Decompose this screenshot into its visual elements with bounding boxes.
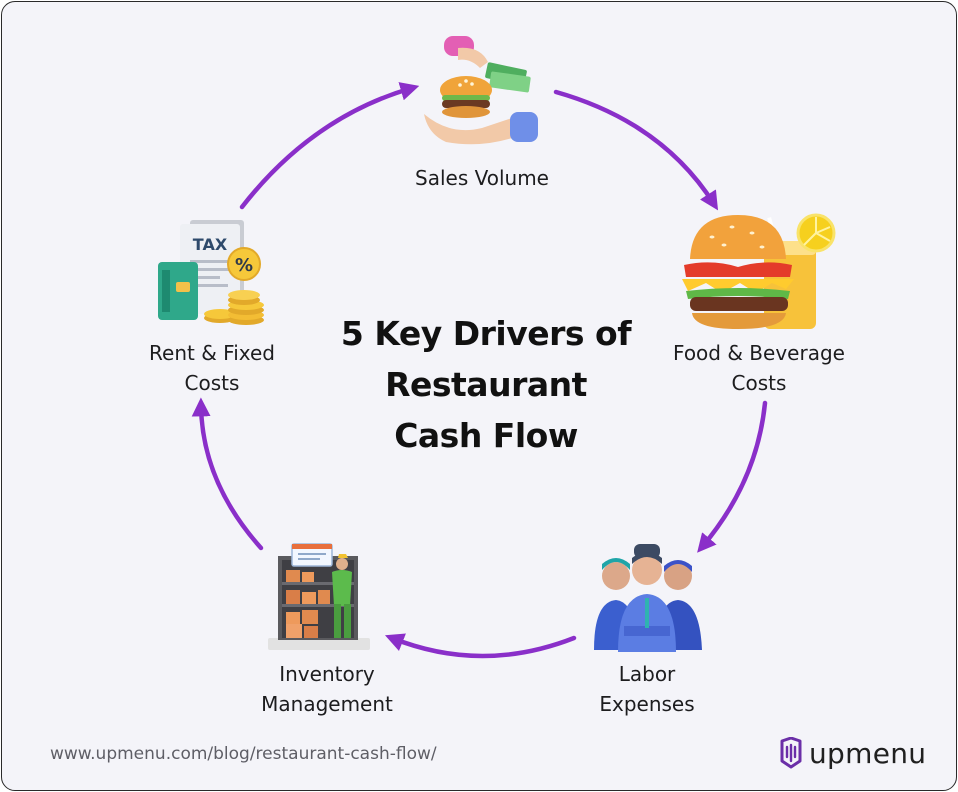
source-url: www.upmenu.com/blog/restaurant-cash-flow…	[50, 744, 437, 764]
node-inventory-management: Inventory Management	[232, 659, 422, 719]
node-label-line: Rent & Fixed	[149, 341, 275, 365]
arrow-food-to-labor	[697, 400, 768, 553]
tax-label: TAX	[193, 235, 228, 254]
node-rent-fixed-costs: Rent & Fixed Costs	[122, 338, 302, 398]
node-label-line: Expenses	[599, 692, 695, 716]
node-label-line: Inventory	[279, 662, 375, 686]
node-label-line: Management	[261, 692, 393, 716]
warehouse-shelves-icon	[268, 543, 370, 650]
burger-hand-money-icon	[424, 36, 538, 145]
title-line: Cash Flow	[394, 416, 578, 455]
node-food-beverage-costs: Food & Beverage Costs	[649, 338, 869, 398]
arrow-rent-to-sales	[239, 82, 420, 210]
node-label-line: Food & Beverage	[673, 341, 845, 365]
title-line: Restaurant	[385, 365, 587, 404]
percent-label: %	[235, 255, 253, 276]
node-label-line: Costs	[731, 371, 787, 395]
arrow-sales-to-food	[553, 89, 719, 211]
title-line: 5 Key Drivers of	[340, 314, 632, 353]
node-label-line: Sales Volume	[415, 166, 549, 190]
workers-group-icon	[594, 544, 702, 652]
node-label-line: Costs	[184, 371, 240, 395]
node-labor-expenses: Labor Expenses	[562, 659, 732, 719]
brand-name: upmenu	[809, 736, 927, 770]
brand-logo: upmenu	[779, 735, 926, 771]
node-label-line: Labor	[618, 662, 676, 686]
arrow-inventory-to-rent	[191, 397, 264, 551]
burger-drink-icon	[682, 213, 836, 329]
arrow-labor-to-inventory	[384, 633, 577, 659]
diagram-title: 5 Key Drivers of Restaurant Cash Flow	[326, 308, 646, 461]
node-sales-volume: Sales Volume	[382, 163, 582, 193]
upmenu-logo-icon	[780, 737, 802, 769]
tax-bill-coins-icon: TAX %	[158, 220, 264, 325]
